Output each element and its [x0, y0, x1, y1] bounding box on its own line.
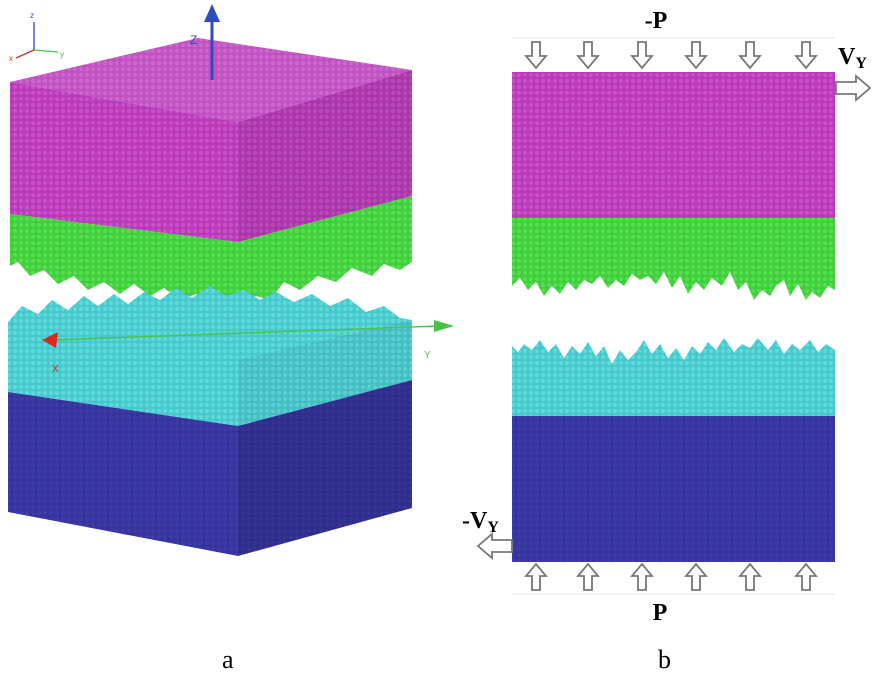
up-arrow-icon — [684, 562, 708, 591]
up-arrow-icon — [524, 562, 548, 591]
top-block-section — [512, 72, 835, 218]
down-arrow-icon — [630, 41, 654, 70]
axis-z-label: Z — [190, 33, 197, 47]
down-arrow-icon — [738, 41, 762, 70]
top-pressure-arrows — [524, 41, 818, 70]
down-arrow-icon — [684, 41, 708, 70]
top-velocity-sub: Y — [855, 55, 867, 72]
panel-a: z x y Z Y X a — [8, 4, 454, 674]
panel-a-caption: a — [222, 645, 234, 674]
up-arrow-icon — [794, 562, 818, 591]
panel-b: -P VY -VY — [462, 8, 872, 674]
top-block-left-face — [10, 82, 238, 242]
bottom-rough-layer — [8, 286, 412, 426]
top-block-right-face — [238, 70, 412, 242]
sample-axes: Z Y X — [42, 4, 454, 375]
top-velocity-label: VY — [838, 44, 867, 72]
bottom-load-label: P — [653, 600, 668, 626]
bottom-block-right-face — [238, 380, 412, 556]
top-rough-layer — [10, 196, 412, 306]
down-arrow-icon — [794, 41, 818, 70]
triad-z-label: z — [30, 11, 34, 20]
bottom-rough-section — [512, 338, 835, 416]
bottom-pressure-arrows — [524, 562, 818, 591]
bottom-velocity-label: -VY — [462, 508, 499, 536]
down-arrow-icon — [524, 41, 548, 70]
left-arrow-icon — [476, 532, 513, 560]
triad-x-label: x — [9, 54, 13, 63]
up-arrow-icon — [576, 562, 600, 591]
axis-y-label: Y — [424, 350, 431, 361]
bottom-block-left-face — [8, 392, 238, 556]
up-arrow-icon — [738, 562, 762, 591]
right-arrow-icon — [835, 74, 872, 102]
orientation-triad: z x y — [9, 11, 64, 63]
top-rough-section — [512, 218, 835, 300]
down-arrow-icon — [576, 41, 600, 70]
bottom-velocity-main: -V — [462, 508, 488, 534]
axis-x-label: X — [52, 364, 59, 375]
panel-b-caption: b — [658, 645, 671, 674]
triad-y-label: y — [60, 50, 64, 59]
bottom-block-section — [512, 416, 835, 562]
bottom-velocity-sub: Y — [487, 519, 499, 536]
top-load-label: -P — [645, 8, 668, 34]
top-velocity-main: V — [838, 44, 856, 70]
up-arrow-icon — [630, 562, 654, 591]
